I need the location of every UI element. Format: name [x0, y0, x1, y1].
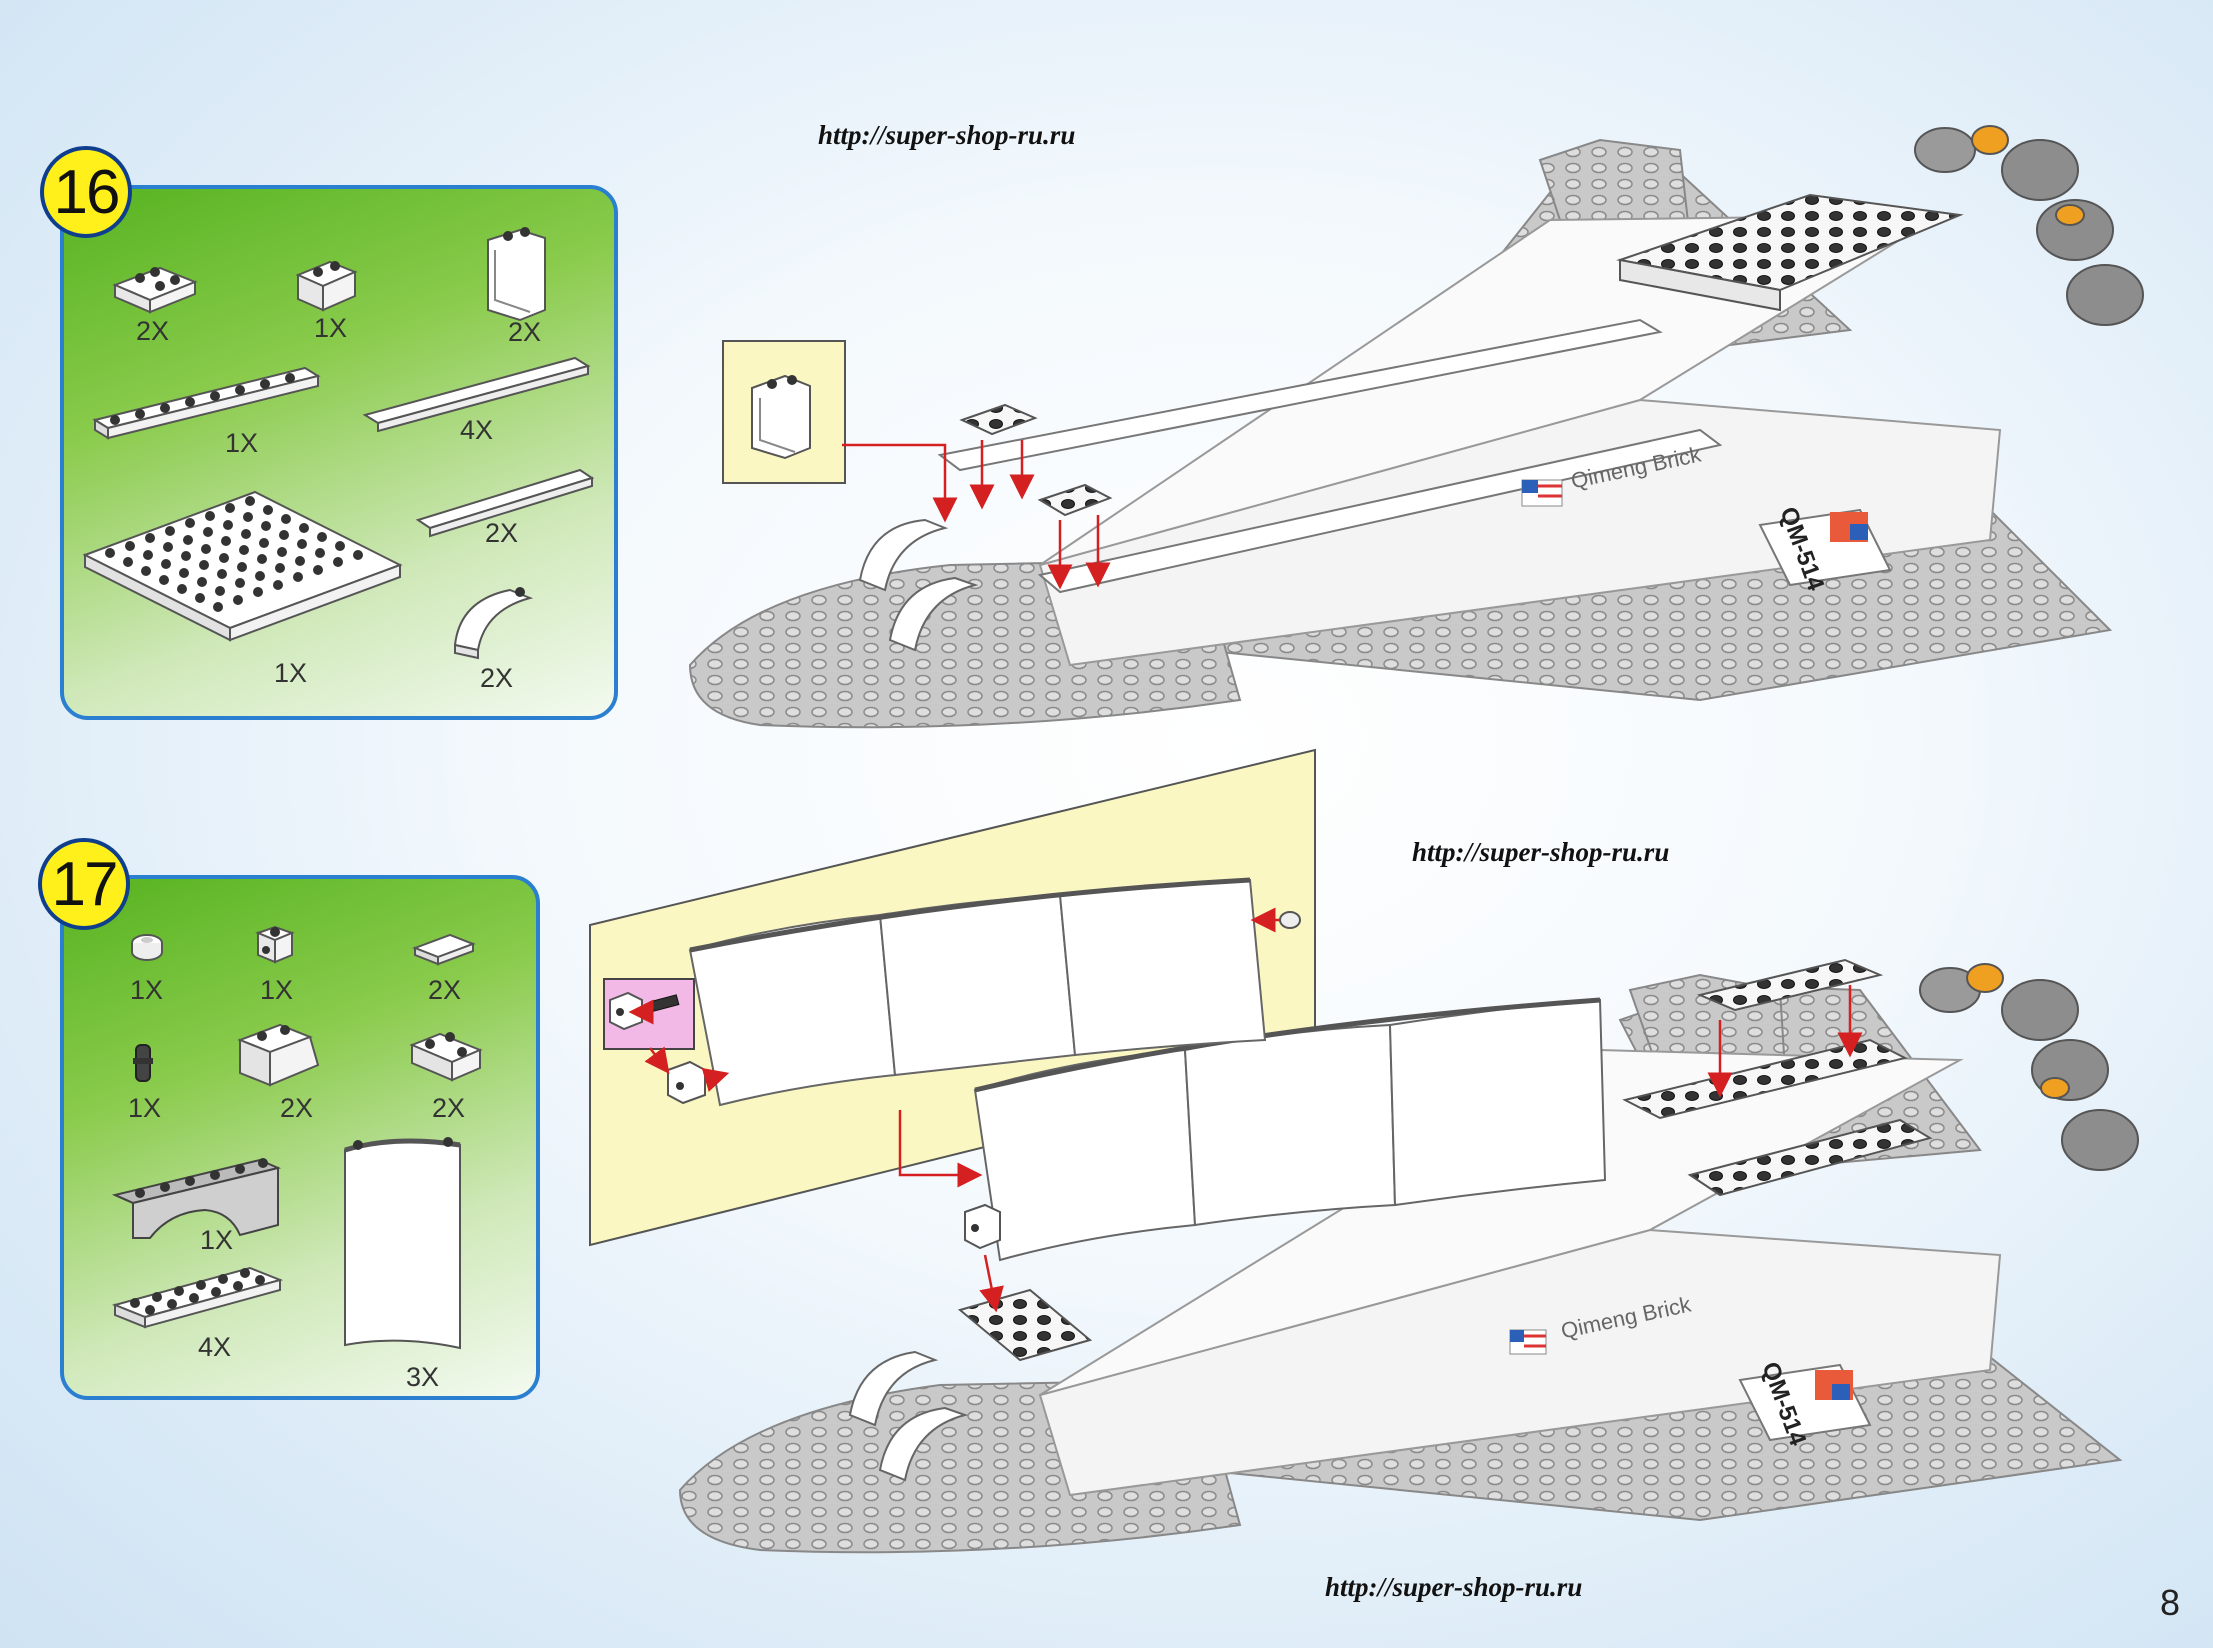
flag-decal-2	[1509, 1329, 1547, 1355]
model-decal-tile	[1758, 508, 1892, 587]
part-curved-panel	[344, 1137, 461, 1350]
qty-brick-1x2: 1X	[314, 313, 348, 343]
front-curve-4	[878, 1406, 969, 1482]
qty-plate-8x8: 1X	[274, 658, 308, 688]
part-plate-1x8	[92, 366, 321, 440]
callout-curved-panels	[667, 877, 1301, 1107]
qty-corner-plate: 2X	[432, 1093, 466, 1123]
part-brick-1x2	[295, 260, 358, 312]
part-plate-2x2	[112, 266, 198, 314]
plate-2x6-top	[1696, 958, 1884, 1012]
qty-plate-1x8: 1X	[225, 428, 259, 458]
qty-panel: 2X	[508, 317, 542, 347]
pink-callout-pin	[609, 991, 680, 1074]
part-curved-slope	[453, 587, 534, 660]
part-round-plate-1x1	[131, 934, 163, 961]
part-brick-1x1-stud	[255, 925, 295, 964]
shuttle-step-17	[678, 958, 2139, 1554]
part-plate-8x8	[82, 490, 403, 642]
engines-2	[1919, 963, 2139, 1171]
step-16-number: 16	[53, 157, 121, 227]
part-tile-1x8	[362, 356, 591, 433]
brick-1x1-model	[964, 1203, 1001, 1250]
part-tile-1x6	[415, 468, 595, 538]
payload-plate-side	[1619, 258, 1781, 312]
qty-technic-pin: 1X	[128, 1093, 162, 1123]
part-technic-pin	[133, 1044, 153, 1082]
callout-panel-part	[751, 374, 811, 460]
shuttle-step-16	[688, 125, 2144, 729]
qty-slope-2x2: 2X	[280, 1093, 314, 1123]
arrow-assembly-to-model	[898, 1110, 983, 1188]
plate-2x6-low	[1687, 1118, 1933, 1197]
qty-arch: 1X	[200, 1225, 234, 1255]
part-corner-plate	[409, 1032, 483, 1082]
small-plate-2x2	[959, 403, 1038, 436]
long-rail-upper	[937, 318, 1663, 472]
front-curve-1	[858, 518, 949, 592]
qty-tile-1x2: 2X	[428, 975, 462, 1005]
payload-door-assembly	[973, 997, 1607, 1262]
watermark-url-top: http://super-shop-ru.ru	[818, 120, 1076, 150]
small-plate-center	[1037, 483, 1113, 517]
qty-brick-1x1-stud: 1X	[260, 975, 294, 1005]
arrow-panel-to-model	[842, 443, 958, 523]
part-slope-2x2	[237, 1023, 320, 1087]
qty-curved-slope: 2X	[480, 663, 514, 693]
part-arch-1x6	[111, 1158, 282, 1239]
part-plate-2x6	[111, 1266, 284, 1329]
qty-curved-panel: 3X	[406, 1362, 440, 1392]
page-number: 8	[2160, 1582, 2181, 1623]
engines	[1914, 125, 2144, 326]
front-curve-2	[888, 576, 979, 652]
qty-tile-1x6: 2X	[485, 518, 519, 548]
watermark-url-bottom: http://super-shop-ru.ru	[1325, 1572, 1583, 1602]
front-plate-stack	[957, 1288, 1093, 1362]
watermark-url-middle: http://super-shop-ru.ru	[1412, 837, 1670, 867]
arrow-brick-down	[979, 1254, 1004, 1313]
part-tile-1x2	[412, 933, 476, 966]
part-panel-1x2x2	[487, 227, 546, 322]
flag-decal	[1521, 479, 1563, 507]
step-17-badge: 17	[38, 838, 130, 930]
model-decal-tile-2	[1738, 1363, 1872, 1442]
step-17-number: 17	[51, 849, 119, 919]
step-16-badge: 16	[40, 146, 132, 238]
qty-tile-1x8: 4X	[460, 415, 494, 445]
front-curve-3	[848, 1350, 939, 1427]
qty-plate-2x6: 4X	[198, 1332, 232, 1362]
qty-plate-2x2: 2X	[136, 316, 170, 346]
qty-round-plate: 1X	[130, 975, 164, 1005]
plate-2x6-mid	[1622, 1038, 1908, 1120]
